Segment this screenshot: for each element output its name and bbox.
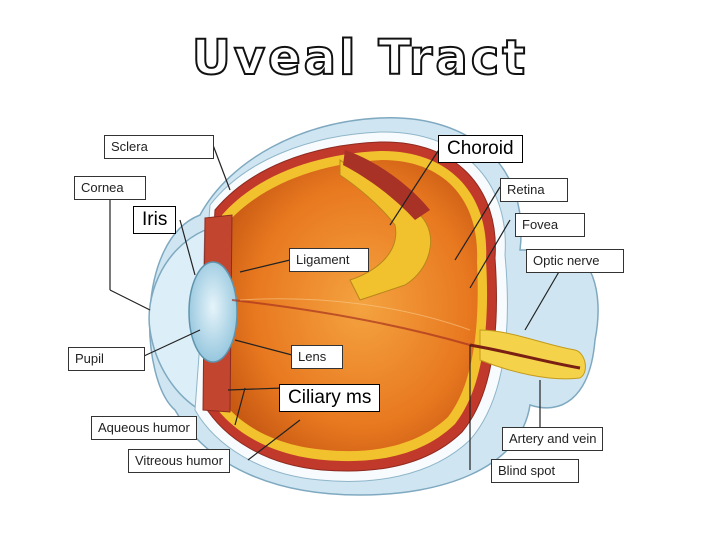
- label-aqueous: Aqueous humor: [91, 416, 197, 440]
- cornea: [148, 228, 206, 412]
- label-blind-spot: Blind spot: [491, 459, 579, 483]
- leader-lines: [109, 144, 561, 470]
- label-lens: Lens: [291, 345, 343, 369]
- label-sclera: Sclera: [104, 135, 214, 159]
- optic-nerve: [479, 329, 586, 380]
- label-ligament: Ligament: [289, 248, 369, 272]
- label-retina: Retina: [500, 178, 568, 202]
- choroid-fold: [343, 150, 430, 220]
- lens: [188, 261, 238, 363]
- vitreous-fold: [239, 298, 471, 331]
- diagram-title: Uveal Tract: [191, 29, 529, 87]
- label-cornea: Cornea: [74, 176, 146, 200]
- label-ciliary: Ciliary ms: [279, 384, 381, 412]
- label-pupil: Pupil: [68, 347, 145, 371]
- label-optic-nerve: Optic nerve: [526, 249, 624, 273]
- label-fovea: Fovea: [515, 213, 585, 237]
- label-iris: Iris: [133, 206, 177, 234]
- retinal-vessel: [231, 299, 471, 346]
- artery-vein: [469, 343, 581, 370]
- label-artery-vein: Artery and vein: [502, 427, 604, 451]
- label-choroid: Choroid: [438, 135, 523, 163]
- label-vitreous: Vitreous humor: [128, 449, 230, 473]
